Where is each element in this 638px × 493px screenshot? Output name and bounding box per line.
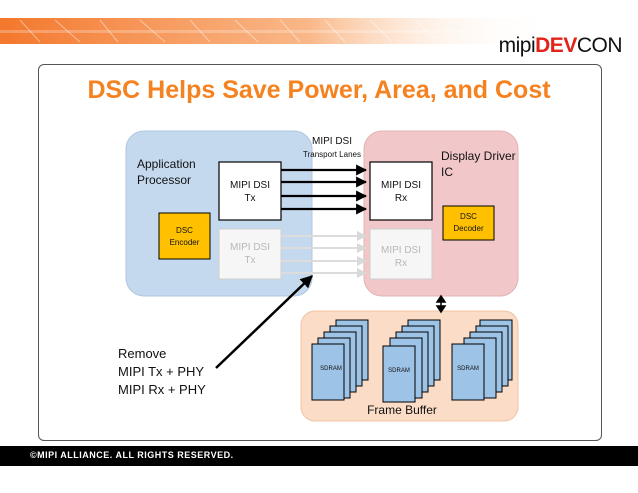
- dsc-encoder-block: [159, 213, 210, 259]
- dsc-decoder-line1: DSC: [460, 212, 477, 221]
- rx-removed-line2: Rx: [395, 258, 407, 269]
- sdram-label-3: SDRAM: [457, 366, 479, 372]
- sdram-label-1: SDRAM: [320, 366, 342, 372]
- rx-removed-line1: MIPI DSI: [381, 245, 421, 256]
- remove-note-line1: Remove: [118, 346, 166, 361]
- tx-removed-line1: MIPI DSI: [230, 242, 270, 253]
- transport-label-line2: Transport Lanes: [303, 150, 361, 159]
- application-processor-label-line1: Application: [137, 157, 196, 171]
- sdram-label-2: SDRAM: [388, 368, 410, 374]
- mipi-dsi-tx-removed: [219, 229, 281, 279]
- driver-buffer-link: [437, 296, 445, 312]
- remove-note-line2: MIPI Tx + PHY: [118, 364, 204, 379]
- rx-active-line1: MIPI DSI: [381, 180, 421, 191]
- dsc-encoder-line2: Encoder: [170, 238, 200, 247]
- display-driver-label-line2: IC: [441, 165, 453, 179]
- footer-bar: ©MIPI ALLIANCE. ALL RIGHTS RESERVED.: [0, 446, 638, 466]
- transport-label-line1: MIPI DSI: [312, 136, 352, 147]
- mipi-dsi-tx-active: [219, 162, 281, 220]
- remove-note-line3: MIPI Rx + PHY: [118, 382, 206, 397]
- tx-active-line1: MIPI DSI: [230, 180, 270, 191]
- tx-removed-line2: Tx: [244, 255, 255, 266]
- frame-buffer-label: Frame Buffer: [367, 403, 437, 417]
- dsc-decoder-line2: Decoder: [453, 224, 484, 233]
- rx-active-line2: Rx: [395, 193, 407, 204]
- tx-active-line2: Tx: [244, 193, 255, 204]
- dsc-encoder-line1: DSC: [176, 226, 193, 235]
- display-driver-label-line1: Display Driver: [441, 149, 516, 163]
- application-processor-label-line2: Processor: [137, 173, 191, 187]
- mipi-dsi-rx-active: [370, 162, 432, 220]
- footer-copyright: ©MIPI ALLIANCE. ALL RIGHTS RESERVED.: [30, 450, 234, 460]
